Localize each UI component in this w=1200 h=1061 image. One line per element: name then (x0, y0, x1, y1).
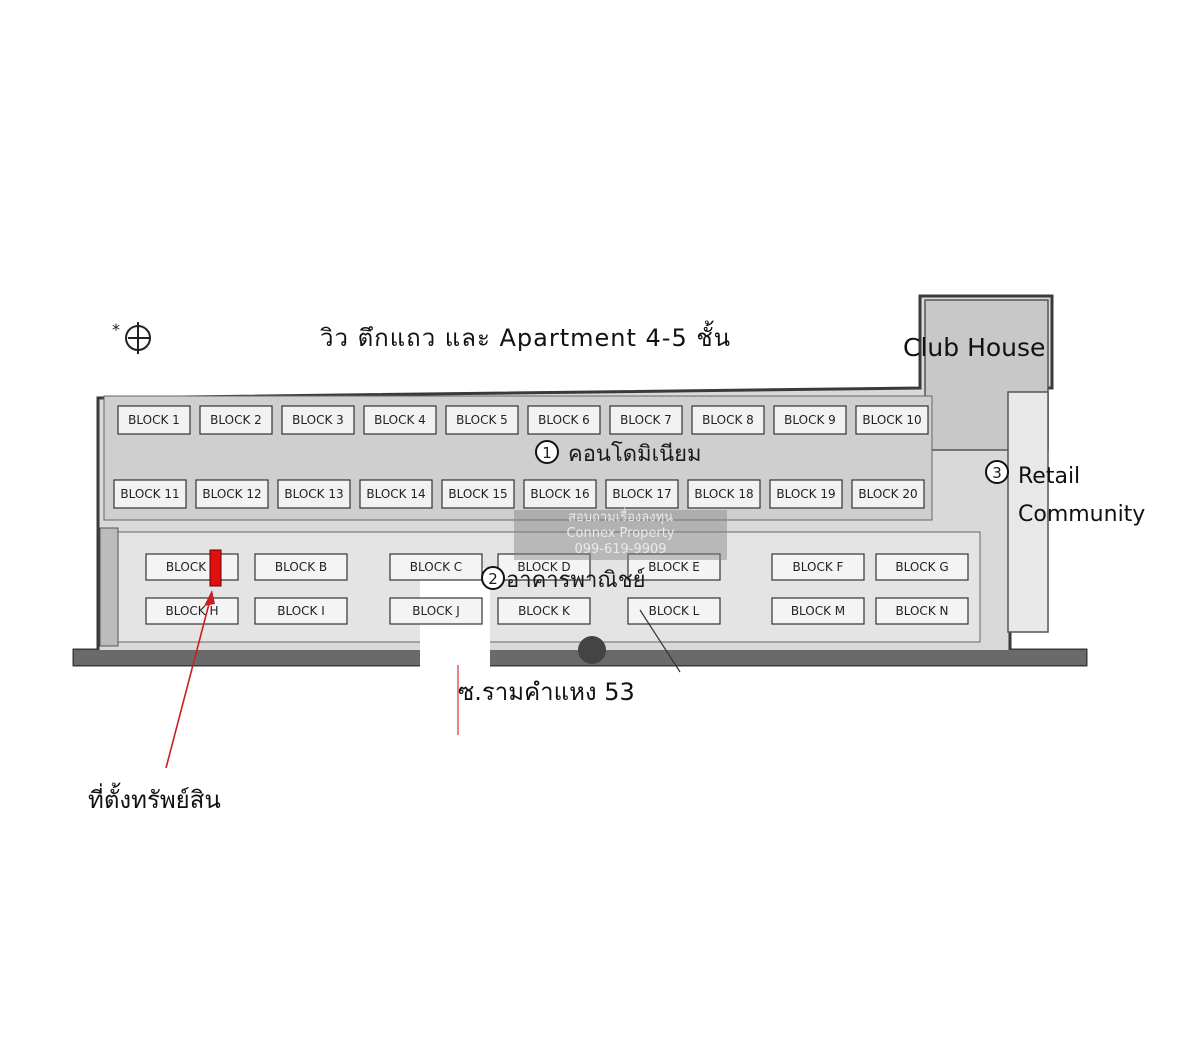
commercial-block: BLOCK K (497, 597, 591, 625)
commercial-blocks: BLOCK A BLOCK B BLOCK C BLOCK D BLOCK E BLOCK… (145, 553, 969, 625)
pointer-arrow (165, 599, 211, 769)
condo-block: BLOCK 12 (195, 479, 269, 509)
condo-block-label: BLOCK 17 (612, 487, 671, 501)
condo-block-label: BLOCK 16 (530, 487, 589, 501)
condo-block-label: BLOCK 9 (784, 413, 836, 427)
condo-block: BLOCK 2 (199, 405, 273, 435)
condo-block-label: BLOCK 13 (284, 487, 343, 501)
commercial-block: BLOCK D (497, 553, 591, 581)
watermark: สอบถามเรื่องลงทุน Connex Property 099-61… (514, 510, 727, 560)
condo-block: BLOCK 3 (281, 405, 355, 435)
zone-label-condo: คอนโดมิเนียม (568, 441, 702, 467)
commercial-block-label: BLOCK M (791, 604, 845, 618)
condo-block-label: BLOCK 20 (858, 487, 917, 501)
condo-block: BLOCK 19 (769, 479, 843, 509)
commercial-block: BLOCK G (875, 553, 969, 581)
condo-block-label: BLOCK 3 (292, 413, 344, 427)
condo-block-label: BLOCK 18 (694, 487, 753, 501)
condo-block: BLOCK 10 (855, 405, 929, 435)
property-highlight (209, 549, 222, 587)
commercial-block-label: BLOCK L (649, 604, 700, 618)
condo-block: BLOCK 1 (117, 405, 191, 435)
property-location-label: ที่ตั้งทรัพย์สิน (88, 786, 221, 814)
zone-label-commercial: อาคารพาณิชย์ (506, 568, 646, 593)
retail-strip (1007, 391, 1049, 633)
commercial-block: BLOCK J (389, 597, 483, 625)
condo-block: BLOCK 11 (113, 479, 187, 509)
commercial-block-label: BLOCK I (277, 604, 325, 618)
commercial-block: BLOCK I (254, 597, 348, 625)
commercial-block: BLOCK L (627, 597, 721, 625)
condo-block-label: BLOCK 4 (374, 413, 426, 427)
condo-block: BLOCK 9 (773, 405, 847, 435)
commercial-block: BLOCK C (389, 553, 483, 581)
commercial-block-label: BLOCK B (275, 560, 327, 574)
condo-block-label: BLOCK 6 (538, 413, 590, 427)
zone-marker-2: 2 อาคารพาณิชย์ (481, 566, 646, 593)
condo-block-label: BLOCK 15 (448, 487, 507, 501)
commercial-block: BLOCK A (145, 553, 239, 581)
commercial-block: BLOCK N (875, 597, 969, 625)
gate-marker (578, 636, 606, 664)
left-strip (99, 527, 119, 647)
condo-block: BLOCK 13 (277, 479, 351, 509)
condo-block-label: BLOCK 12 (202, 487, 261, 501)
condo-block: BLOCK 6 (527, 405, 601, 435)
commercial-block-label: BLOCK C (410, 560, 462, 574)
commercial-block: BLOCK E (627, 553, 721, 581)
condo-block-label: BLOCK 19 (776, 487, 835, 501)
condo-block: BLOCK 20 (851, 479, 925, 509)
condo-block: BLOCK 5 (445, 405, 519, 435)
condo-block-label: BLOCK 2 (210, 413, 262, 427)
condo-block-label: BLOCK 14 (366, 487, 425, 501)
condo-block: BLOCK 14 (359, 479, 433, 509)
condo-block: BLOCK 17 (605, 479, 679, 509)
svg-text:*: * (112, 320, 120, 339)
watermark-line-3: 099-619-9909 (574, 542, 667, 557)
condo-block-label: BLOCK 5 (456, 413, 508, 427)
north-arrow-icon: * (112, 320, 151, 354)
svg-text:3: 3 (992, 464, 1002, 482)
condo-block: BLOCK 4 (363, 405, 437, 435)
watermark-line-2: Connex Property (566, 526, 675, 541)
commercial-block-label: BLOCK F (793, 560, 844, 574)
condo-block: BLOCK 15 (441, 479, 515, 509)
commercial-block-label: BLOCK E (648, 560, 700, 574)
commercial-block: BLOCK F (771, 553, 865, 581)
commercial-block: BLOCK B (254, 553, 348, 581)
commercial-block: BLOCK M (771, 597, 865, 625)
zone-marker-3: 3 (985, 460, 1009, 484)
zone-marker-1: 1 คอนโดมิเนียม (535, 440, 702, 467)
commercial-block-label: BLOCK J (412, 604, 460, 618)
commercial-block-label: BLOCK A (166, 560, 219, 574)
commercial-block-label: BLOCK K (518, 604, 571, 618)
commercial-block-label: BLOCK D (517, 560, 570, 574)
condo-block: BLOCK 18 (687, 479, 761, 509)
map-title: วิว ตึกแถว และ Apartment 4-5 ชั้น (320, 324, 732, 352)
condo-blocks: BLOCK 1 BLOCK 2 BLOCK 3 BLOCK 4 BLOCK 5 BLOCK… (113, 405, 929, 509)
commercial-block-label: BLOCK N (896, 604, 949, 618)
commercial-block-label: BLOCK H (165, 604, 218, 618)
condo-block-label: BLOCK 7 (620, 413, 672, 427)
condo-block: BLOCK 8 (691, 405, 765, 435)
condo-block-label: BLOCK 11 (120, 487, 179, 501)
retail-community-label: Retail Community (1018, 464, 1146, 527)
commercial-block-label: BLOCK G (895, 560, 948, 574)
condo-block: BLOCK 7 (609, 405, 683, 435)
svg-text:1: 1 (542, 444, 552, 462)
road-label: ซ.รามคำแหง 53 (458, 678, 635, 706)
watermark-line-1: สอบถามเรื่องลงทุน (567, 510, 674, 525)
clubhouse-label: Club House (903, 333, 1046, 362)
condo-block: BLOCK 16 (523, 479, 597, 509)
commercial-block: BLOCK H (145, 597, 239, 625)
condo-block-label: BLOCK 10 (862, 413, 921, 427)
svg-text:2: 2 (488, 570, 498, 588)
road (74, 650, 1086, 665)
condo-block-label: BLOCK 8 (702, 413, 754, 427)
condo-block-label: BLOCK 1 (128, 413, 180, 427)
